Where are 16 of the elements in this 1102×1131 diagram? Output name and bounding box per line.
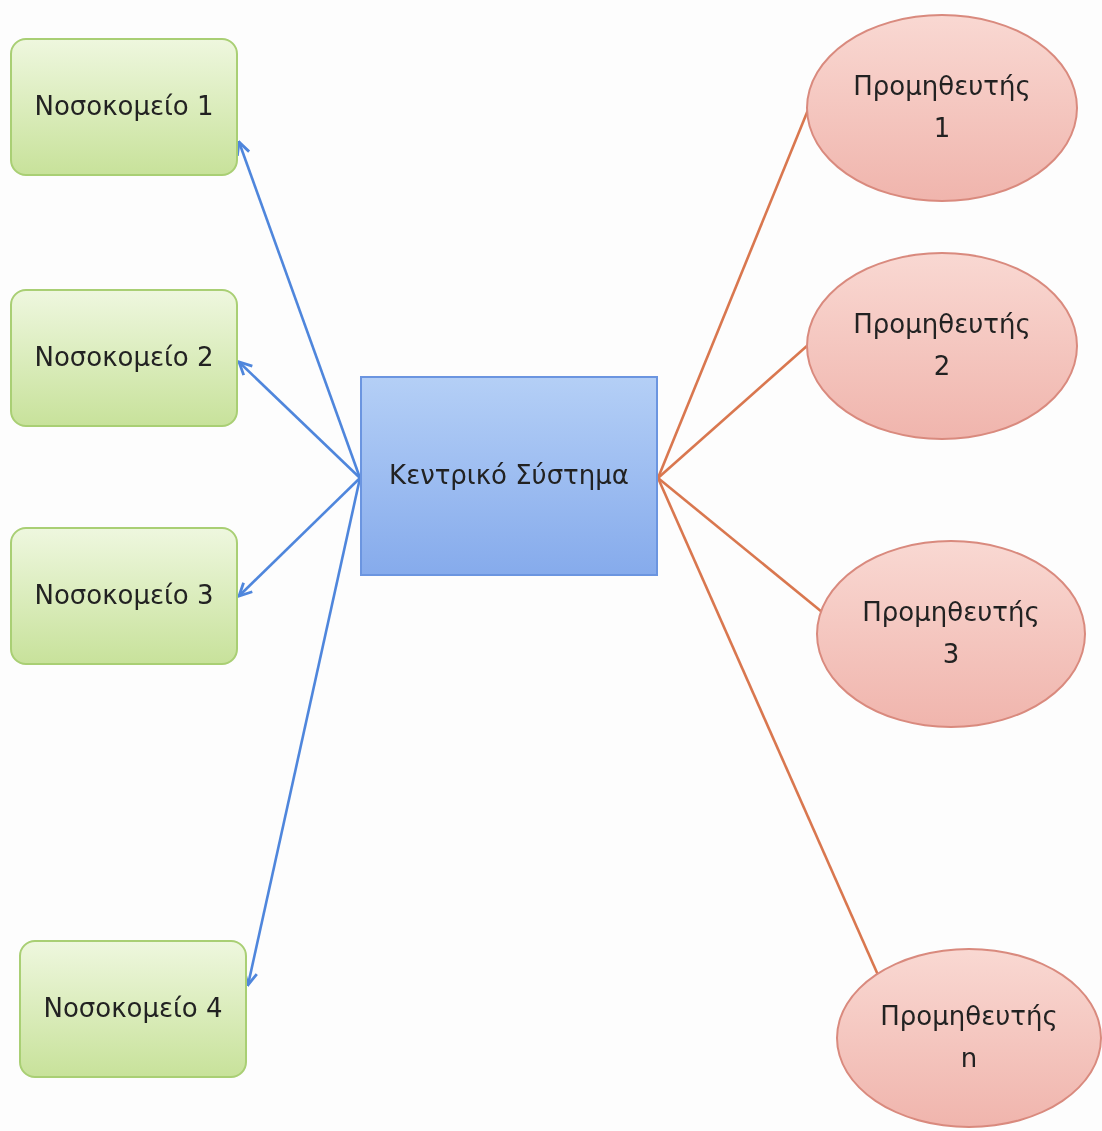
node-label: Νοσοκομείο 4 xyxy=(43,992,223,1026)
node-label: Νοσοκομείο 1 xyxy=(34,90,214,124)
node-label: Προμηθευτής 2 xyxy=(852,308,1032,383)
arrow xyxy=(237,360,361,479)
node-label: Προμηθευτής n xyxy=(879,1000,1059,1075)
node-label: Νοσοκομείο 3 xyxy=(34,579,214,613)
arrow xyxy=(237,477,361,598)
node-label: Κεντρικό Σύστημα xyxy=(389,459,629,493)
central-system-box xyxy=(360,376,658,576)
hospital-box xyxy=(10,38,238,176)
node-label: Προμηθευτής 1 xyxy=(852,70,1032,145)
hospital-box xyxy=(10,289,238,427)
node-label: Προμηθευτής 3 xyxy=(861,596,1041,671)
hospital-box xyxy=(10,527,238,665)
hospital-box xyxy=(19,940,247,1078)
node-label: Νοσοκομείο 2 xyxy=(34,341,214,375)
